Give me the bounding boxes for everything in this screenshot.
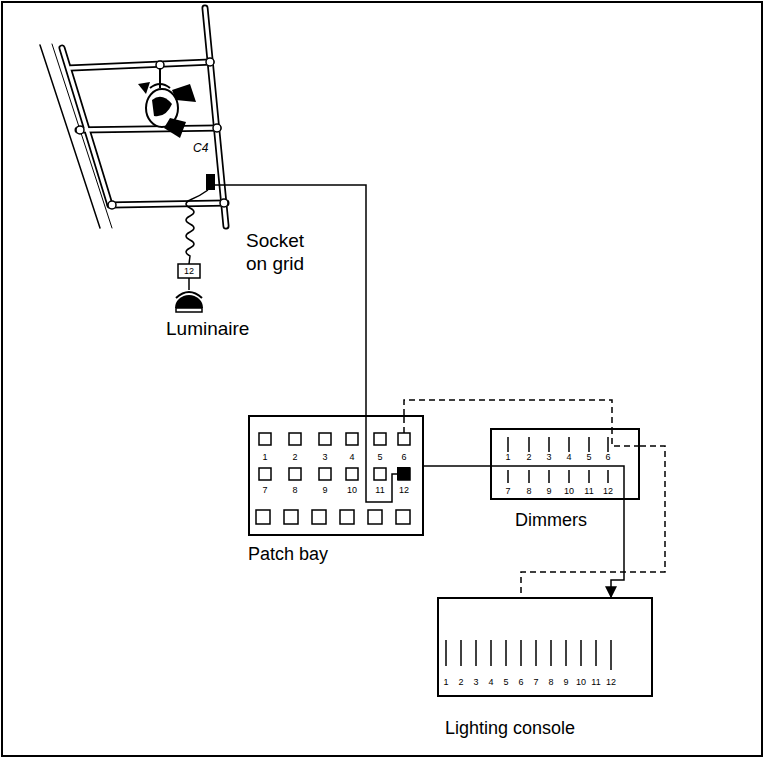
channel-number: 2	[285, 452, 305, 462]
channel-number: 7	[526, 677, 546, 687]
channel-number: 7	[498, 486, 518, 496]
patch-sockets	[256, 433, 410, 524]
unit-heading: Dimmers	[515, 510, 587, 531]
dimmer-wire	[490, 466, 624, 500]
channel-number: 3	[539, 452, 559, 462]
patch-lead	[403, 415, 405, 433]
channel-number: 10	[342, 485, 362, 495]
dashed-patch-line	[404, 400, 612, 428]
fader-slots	[446, 437, 611, 670]
channel-number: 4	[342, 452, 362, 462]
channel-number: 1	[498, 452, 518, 462]
channel-number: 9	[556, 677, 576, 687]
dimmer-wire	[612, 428, 640, 446]
unit-heading: Patch bay	[248, 544, 328, 565]
dimmer-rack: Dimmers123456789101112	[490, 428, 640, 500]
channel-number: 8	[519, 486, 539, 496]
channel-number: 6	[511, 677, 531, 687]
channel-number: 1	[255, 452, 275, 462]
channel-number: 10	[559, 486, 579, 496]
channel-number: 8	[541, 677, 561, 687]
channel-number: 9	[315, 485, 335, 495]
channel-number: 12	[394, 485, 414, 495]
luminaire	[175, 278, 203, 312]
channel-number: 3	[466, 677, 486, 687]
channel-number: 4	[559, 452, 579, 462]
channel-number: 1	[436, 677, 456, 687]
channel-number: 12	[601, 677, 621, 687]
spotlight	[138, 68, 196, 138]
patch-bay: Patch bay123456789101112	[248, 415, 424, 536]
channel-number: 11	[586, 677, 606, 687]
callout-label: Luminaire	[166, 318, 249, 341]
channel-number: 11	[370, 485, 390, 495]
channel-number: 7	[255, 485, 275, 495]
callout-label: Socket on grid	[246, 230, 324, 276]
socket-code: C4	[193, 141, 208, 155]
channel-number: 8	[285, 485, 305, 495]
lighting-grid	[40, 8, 228, 228]
channel-number: 5	[370, 452, 390, 462]
channel-number: 5	[496, 677, 516, 687]
coiled-cable	[186, 200, 194, 264]
channel-number: 4	[481, 677, 501, 687]
channel-number: 10	[571, 677, 591, 687]
signal-line	[424, 465, 490, 467]
lighting-console: Lighting console123456789101112	[437, 597, 653, 697]
channel-number: 9	[539, 486, 559, 496]
feed-cable	[215, 185, 398, 502]
channel-number: 3	[315, 452, 335, 462]
unit-heading: Lighting console	[445, 718, 575, 739]
channel-number: 6	[598, 452, 618, 462]
patch-plug	[397, 467, 410, 480]
channel-number: 2	[451, 677, 471, 687]
channel-number: 6	[394, 452, 414, 462]
cable-tag	[178, 264, 200, 278]
channel-number: 12	[598, 486, 618, 496]
channel-number: 2	[519, 452, 539, 462]
cable-tag-number: 12	[178, 264, 200, 278]
grid-socket	[190, 174, 215, 200]
signal-line	[611, 500, 624, 597]
channel-number: 5	[579, 452, 599, 462]
channel-number: 11	[579, 486, 599, 496]
